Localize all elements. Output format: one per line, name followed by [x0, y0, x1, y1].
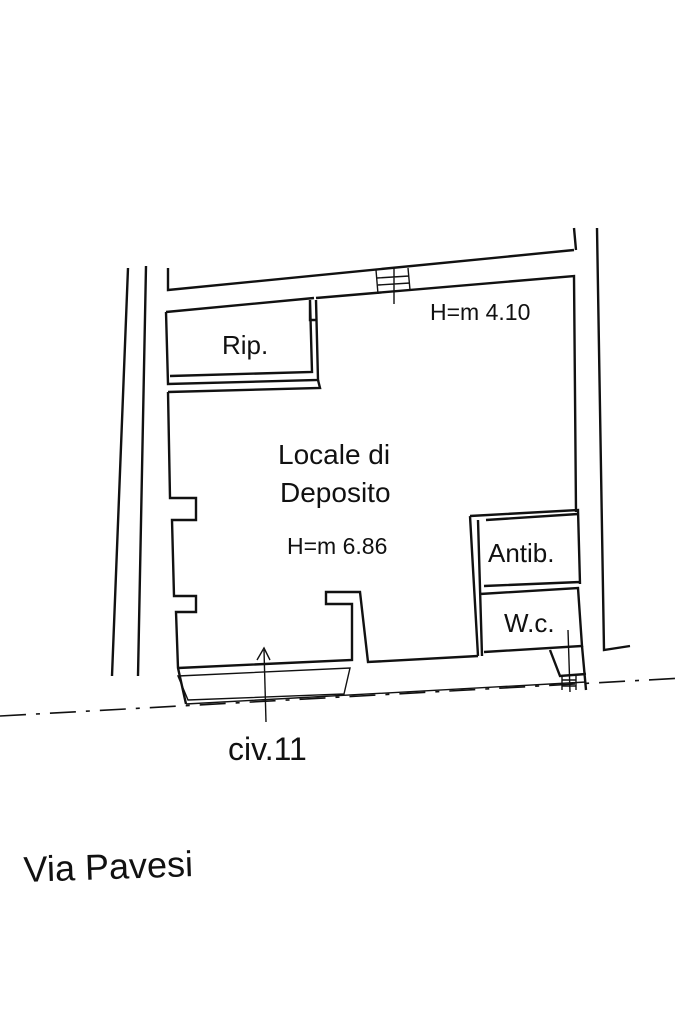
shop-window: [176, 667, 587, 705]
entrance-number-label: civ.11: [228, 731, 307, 767]
wc-outer-wall: [548, 645, 588, 691]
front-wall: [177, 590, 479, 670]
locale-label-line2: Deposito: [280, 477, 391, 508]
service-block-walls: [468, 508, 584, 657]
entrance-arrow-line: [263, 649, 267, 723]
street-name-label: Via Pavesi: [23, 843, 194, 890]
main-height-label: H=m 6.86: [287, 533, 387, 559]
ventilation-shaft-bottom: [561, 629, 577, 693]
ventilation-shaft: [375, 267, 411, 304]
left-neighbour-wall: [110, 265, 148, 677]
street-axis-line: [0, 677, 683, 717]
ripostiglio-label: Rip.: [222, 330, 268, 360]
wc-label: W.c.: [504, 608, 555, 638]
upper-height-label: H=m 4.10: [430, 299, 530, 325]
ripostiglio-walls: [164, 299, 320, 386]
main-room-left-wall: [166, 391, 198, 705]
locale-label-line1: Locale di: [278, 439, 390, 470]
right-neighbour-wall: [572, 227, 631, 652]
entrance-arrow-head: [256, 646, 271, 661]
top-wall: [165, 248, 578, 513]
ripostiglio-bottom-wall: [167, 379, 322, 394]
antibagno-label: Antib.: [488, 538, 555, 568]
